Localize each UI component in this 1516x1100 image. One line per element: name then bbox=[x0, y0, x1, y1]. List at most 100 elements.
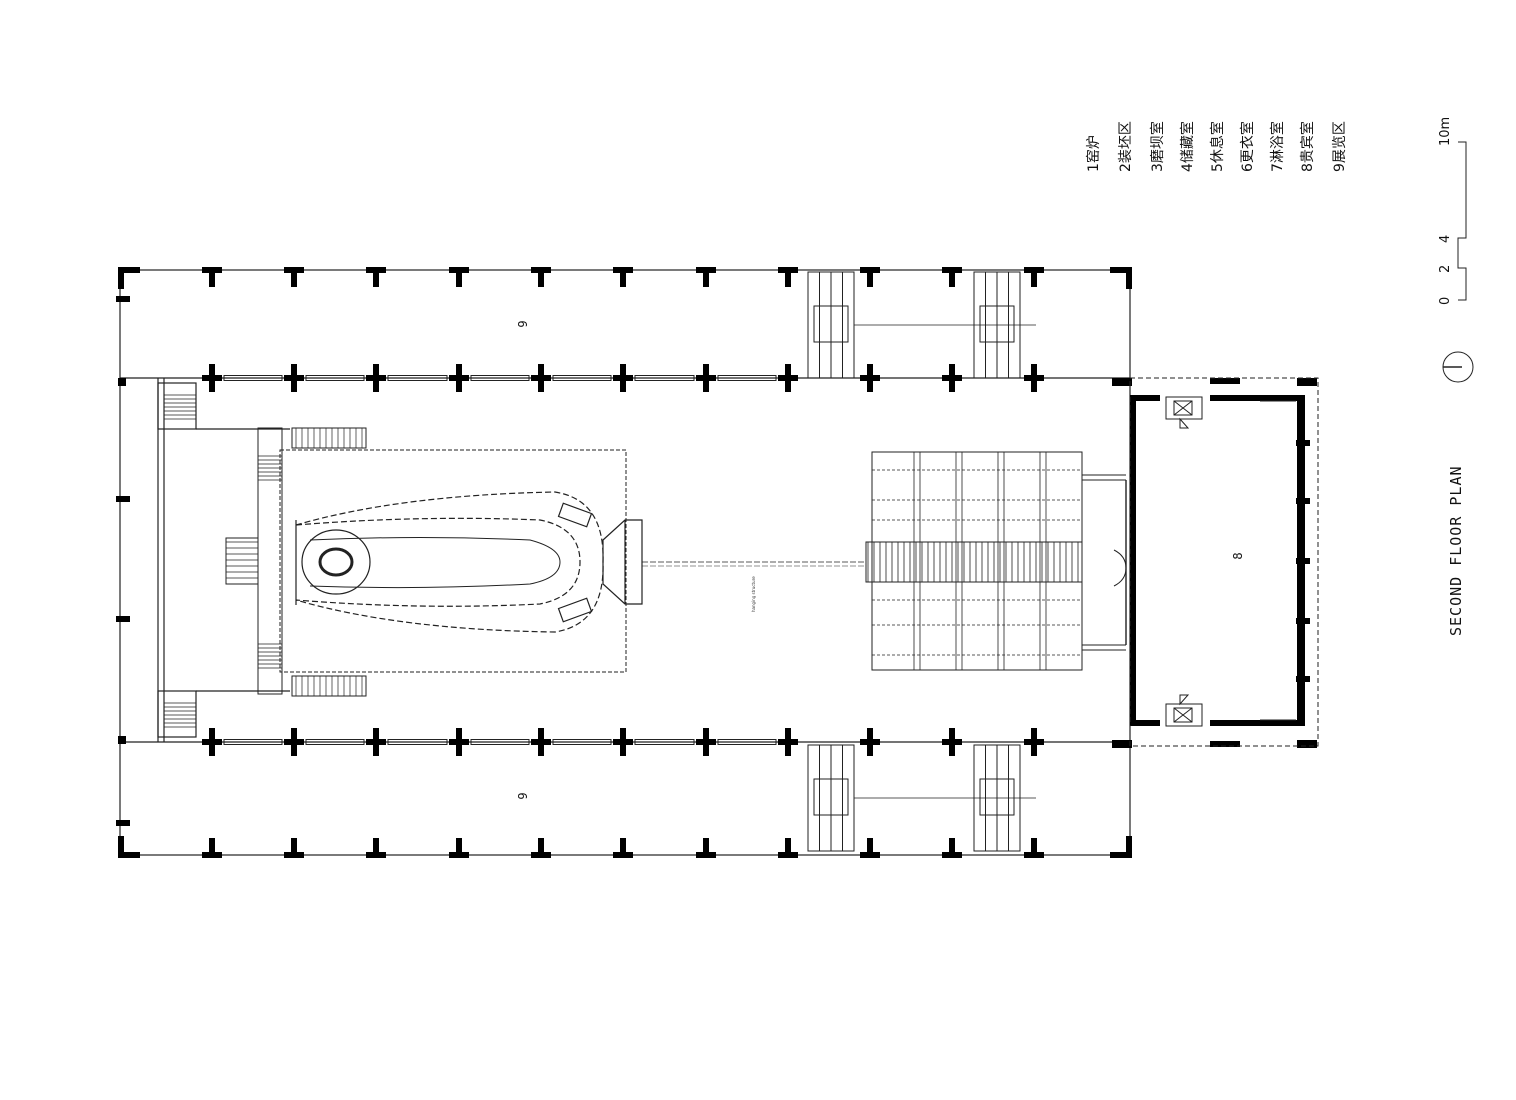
scale-mark-4: 4 bbox=[1438, 235, 1453, 243]
column bbox=[785, 728, 791, 756]
column bbox=[703, 838, 709, 858]
room-label-vip: 8 bbox=[1231, 552, 1245, 559]
door-frame bbox=[1082, 474, 1127, 651]
drawing-title: SECOND FLOOR PLAN bbox=[1447, 465, 1465, 636]
column bbox=[1110, 852, 1132, 858]
column bbox=[620, 267, 626, 287]
window-strip bbox=[305, 739, 365, 745]
window-strip bbox=[717, 375, 777, 381]
column bbox=[373, 364, 379, 392]
column bbox=[620, 838, 626, 858]
column bbox=[867, 838, 873, 858]
wall-pier bbox=[116, 616, 130, 622]
column bbox=[785, 267, 791, 287]
exhibit-stair-blocks bbox=[807, 271, 1036, 852]
column bbox=[538, 728, 544, 756]
central-steps bbox=[865, 451, 1083, 671]
column bbox=[118, 836, 124, 858]
column bbox=[785, 838, 791, 858]
scale-mark-10m: 10m bbox=[1438, 117, 1453, 146]
west-stair-treads bbox=[164, 394, 196, 728]
kiln-platform bbox=[225, 427, 627, 697]
column bbox=[118, 852, 140, 858]
column bbox=[209, 728, 215, 756]
column bbox=[949, 267, 955, 287]
column bbox=[949, 364, 955, 392]
column bbox=[703, 364, 709, 392]
window-strip bbox=[470, 375, 530, 381]
column bbox=[456, 267, 462, 287]
wall-pier bbox=[116, 296, 130, 302]
west-end-wall bbox=[157, 378, 290, 742]
column bbox=[703, 267, 709, 287]
column bbox=[209, 838, 215, 858]
legend-item: 7淋浴室 bbox=[1269, 121, 1286, 172]
wall-pier bbox=[116, 820, 130, 826]
window-strip bbox=[223, 375, 283, 381]
window-strip bbox=[717, 739, 777, 745]
column bbox=[1110, 267, 1132, 273]
wall-pier bbox=[116, 496, 130, 502]
legend-item: 4储藏室 bbox=[1179, 121, 1196, 172]
column bbox=[456, 364, 462, 392]
column bbox=[291, 364, 297, 392]
legend-item: 9展览区 bbox=[1332, 121, 1348, 172]
column bbox=[1126, 267, 1132, 289]
window-strip bbox=[552, 739, 612, 745]
column bbox=[1126, 836, 1132, 858]
scale-mark-2: 2 bbox=[1438, 265, 1453, 273]
column bbox=[620, 728, 626, 756]
column bbox=[949, 838, 955, 858]
legend-item: 3磨坝室 bbox=[1149, 121, 1166, 172]
column bbox=[291, 838, 297, 858]
corner-column bbox=[118, 736, 126, 744]
column bbox=[538, 364, 544, 392]
legend-item: 5休息室 bbox=[1209, 121, 1226, 172]
legend-item: 2装坯区 bbox=[1118, 121, 1134, 172]
room-legend: 1窑炉 2装坯区 3磨坝室 4储藏室 5休息室 6更衣室 7淋浴室 8贵宾室 9… bbox=[1085, 121, 1348, 172]
structural-columns bbox=[116, 267, 1132, 858]
column bbox=[209, 267, 215, 287]
column bbox=[949, 728, 955, 756]
column bbox=[538, 267, 544, 287]
column bbox=[1031, 364, 1037, 392]
column bbox=[118, 267, 124, 289]
stair-landing bbox=[979, 778, 1015, 816]
column bbox=[373, 728, 379, 756]
legend-item: 6更衣室 bbox=[1239, 121, 1256, 172]
scale-mark-0: 0 bbox=[1438, 297, 1453, 305]
column bbox=[867, 364, 873, 392]
stair-landing bbox=[979, 305, 1015, 343]
scale-bar: 0 2 4 10m bbox=[1438, 117, 1467, 305]
column bbox=[867, 728, 873, 756]
platform-stair-treads bbox=[226, 428, 363, 696]
column bbox=[867, 267, 873, 287]
room-label-exhibit-top: 9 bbox=[516, 320, 530, 327]
column bbox=[538, 838, 544, 858]
window-strip bbox=[634, 739, 695, 745]
vip-annex bbox=[1112, 377, 1319, 748]
window-strip bbox=[387, 375, 448, 381]
window-strip bbox=[305, 375, 365, 381]
column bbox=[1031, 267, 1037, 287]
column bbox=[373, 838, 379, 858]
legend-item: 1窑炉 bbox=[1085, 135, 1102, 172]
window-strips bbox=[223, 375, 777, 745]
window-strip bbox=[634, 375, 695, 381]
stair-landing bbox=[813, 305, 849, 343]
column bbox=[1031, 728, 1037, 756]
corner-column bbox=[118, 378, 126, 386]
window-strip bbox=[552, 375, 612, 381]
window-strip bbox=[470, 739, 530, 745]
column bbox=[209, 364, 215, 392]
room-label-exhibit-bottom: 9 bbox=[516, 792, 530, 799]
kiln-note: hanging structure bbox=[751, 576, 756, 612]
column bbox=[785, 364, 791, 392]
kiln-icon bbox=[295, 491, 643, 633]
window-strip bbox=[387, 739, 448, 745]
column bbox=[620, 364, 626, 392]
legend-item: 8贵宾室 bbox=[1299, 121, 1316, 172]
column bbox=[291, 728, 297, 756]
column bbox=[118, 267, 140, 273]
